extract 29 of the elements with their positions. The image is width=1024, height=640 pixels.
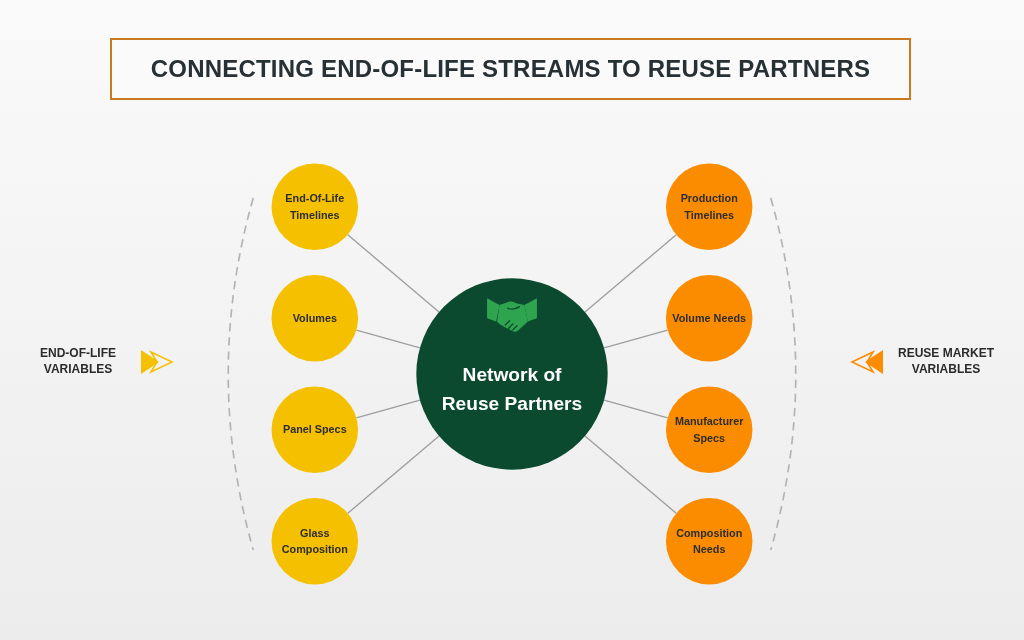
node-label: Glass Composition [281, 526, 348, 556]
connector-line [347, 234, 440, 313]
node-label: Volumes [292, 311, 337, 325]
topic-circle [271, 163, 359, 250]
connector-line [584, 435, 677, 514]
topic-circle [271, 275, 359, 362]
side-label: REUSE MARKET VARIABLES [897, 346, 995, 378]
node-label: Manufacturer Specs [674, 415, 744, 444]
topic-circle [271, 386, 359, 473]
connector-line [355, 329, 421, 349]
connector-line [347, 435, 440, 514]
hub-circle [416, 278, 608, 470]
connector-line [603, 399, 669, 419]
connector-line [355, 399, 421, 419]
side-label: END-OF-LIFE VARIABLES [39, 346, 117, 378]
topic-circle [665, 275, 753, 362]
connector-line [603, 329, 669, 349]
title-banner: CONNECTING END-OF-LIFE STREAMS TO REUSE PARTNERS [110, 38, 911, 100]
connector-line [584, 234, 677, 313]
node-label: Composition Needs [676, 526, 743, 556]
topic-circle [665, 386, 753, 473]
node-label: Production Timelines [680, 192, 738, 221]
topic-circle [271, 498, 359, 585]
node-label: Network of Reuse Partners [441, 363, 583, 414]
node-label: Volume Needs [672, 311, 747, 325]
node-label: End-Of-Life Timelines [285, 192, 345, 221]
topic-circle [665, 498, 753, 585]
topic-circle [665, 163, 753, 250]
node-label: Panel Specs [282, 423, 347, 436]
